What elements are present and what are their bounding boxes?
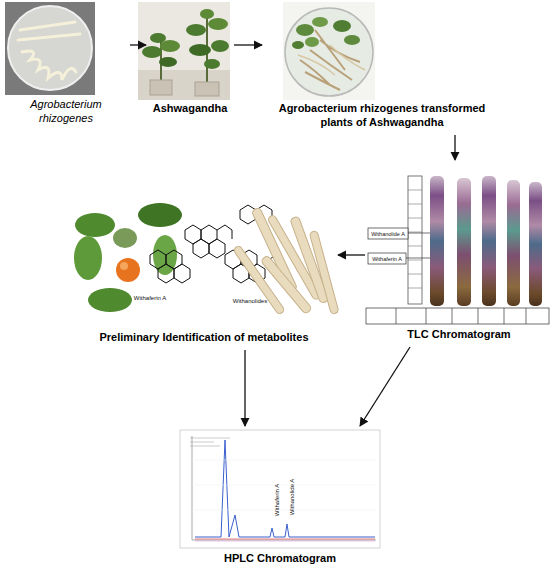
plant-photo [138, 2, 230, 100]
transformed-plant-photo [283, 2, 375, 100]
petri-dish-photo [5, 2, 95, 95]
image-label: Withaferin A [274, 484, 281, 516]
image-node: HPLC Chromatogram [175, 426, 385, 571]
image-label: Withanolides [233, 298, 267, 305]
flow-arrow [454, 135, 455, 160]
image-node: Ashwagandha [146, 0, 234, 121]
hplc-chart [180, 430, 380, 548]
node-caption: Ashwagandha [146, 100, 234, 118]
node-caption: Preliminary Identification of metabolite… [70, 329, 338, 347]
flow-arrow [244, 350, 245, 426]
image-label: Withanolide A [371, 230, 405, 236]
image-node: Agrobacterium rhizogenes [2, 0, 130, 131]
image-label: Withanolide A [289, 479, 296, 516]
image-node: Preliminary Identification of metabolite… [70, 195, 338, 350]
metabolite-illustration [74, 203, 339, 315]
flow-arrow [234, 44, 262, 45]
image-label: Withaferin A [134, 295, 166, 302]
node-caption: Agrobacterium rhizogenes transformed pla… [262, 100, 502, 132]
image-label: Withaferin A [372, 255, 402, 261]
node-caption: HPLC Chromatogram [175, 550, 385, 568]
tlc-photo [365, 165, 550, 325]
image-node: TLC Chromatogram [365, 160, 553, 347]
flow-arrow [130, 44, 146, 45]
node-caption: TLC Chromatogram [365, 326, 553, 344]
flow-arrow [338, 254, 365, 255]
node-caption: Agrobacterium rhizogenes [2, 96, 130, 128]
image-node: Agrobacterium rhizogenes transformed pla… [262, 0, 502, 135]
flow-arrow [360, 347, 410, 426]
